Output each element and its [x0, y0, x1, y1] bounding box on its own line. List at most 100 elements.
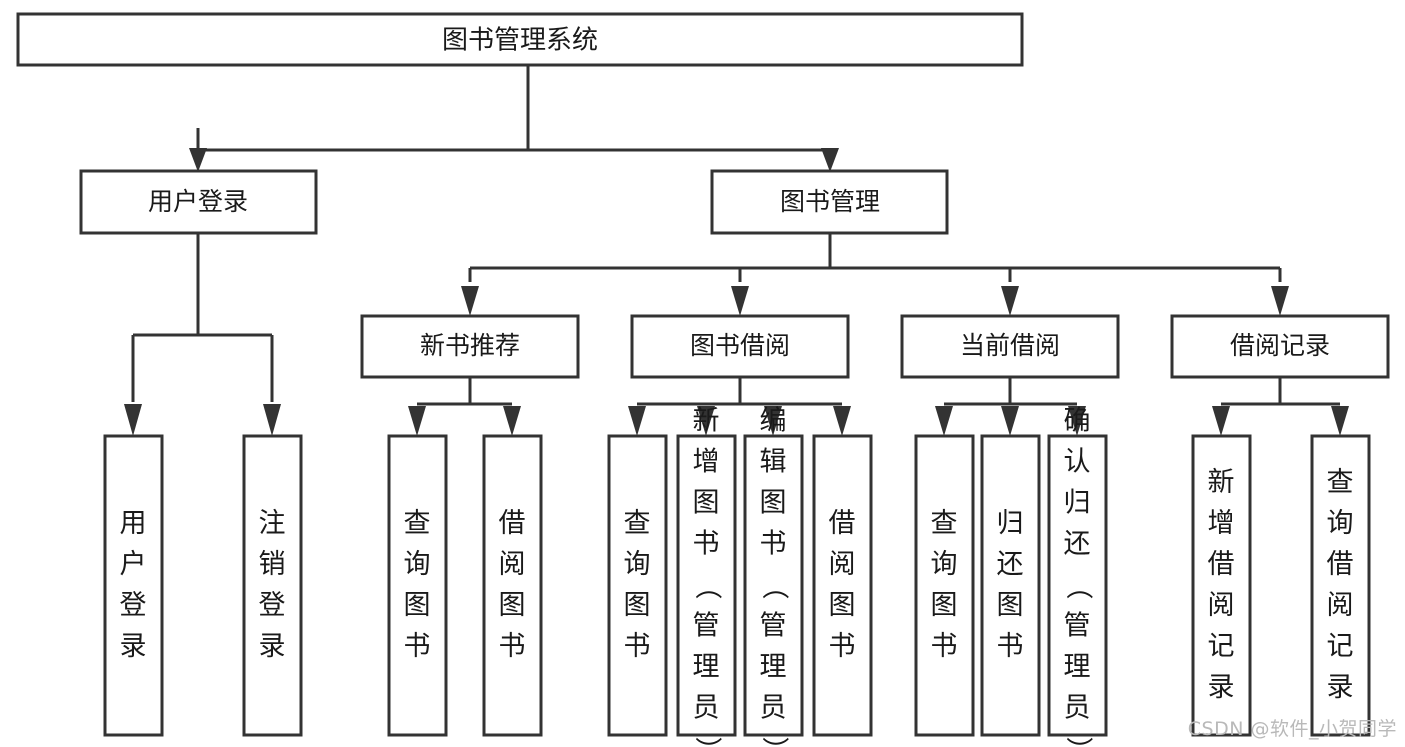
svg-text:员: 员	[760, 693, 787, 724]
svg-text:书: 书	[931, 631, 958, 662]
svg-text:户: 户	[120, 549, 147, 580]
arrowhead-leaf-query-record	[1331, 406, 1349, 436]
svg-text:书: 书	[829, 631, 856, 662]
svg-text:阅: 阅	[499, 549, 526, 580]
svg-text:员: 员	[1064, 693, 1091, 724]
svg-text:书: 书	[404, 631, 431, 662]
arrowhead-leaf-logout	[263, 404, 281, 436]
svg-text:（: （	[759, 573, 790, 600]
node-leaf-user-login-label: 用户登录	[120, 508, 147, 662]
svg-text:注: 注	[259, 508, 286, 539]
node-leaf-borrow-book-1-box	[482, 434, 543, 737]
svg-text:询: 询	[931, 549, 958, 580]
node-new-book-rec-box	[360, 314, 580, 379]
arrowhead-book-borrow	[731, 286, 749, 316]
arrowhead-user-login	[189, 148, 207, 172]
node-root[interactable]: 图书管理系统	[16, 12, 1024, 67]
svg-text:查: 查	[624, 508, 651, 539]
svg-text:借: 借	[1327, 549, 1354, 580]
arrowhead-leaf-add-book	[697, 406, 715, 436]
node-leaf-confirm-return-box	[1047, 434, 1108, 737]
node-book-manage[interactable]: 图书管理	[710, 169, 949, 235]
node-borrow-record[interactable]: 借阅记录	[1170, 314, 1390, 379]
arrowhead-leaf-add-record	[1212, 406, 1230, 436]
arrowhead-leaf-return-book	[1001, 406, 1019, 436]
arrowhead-leaf-query-book-2	[628, 406, 646, 436]
node-book-borrow-box	[630, 314, 850, 379]
svg-text:）: ）	[759, 737, 790, 747]
node-user-login-label: 用户登录	[148, 187, 248, 216]
node-current-borrow-box	[900, 314, 1120, 379]
node-new-book-rec[interactable]: 新书推荐	[360, 314, 580, 379]
svg-text:图: 图	[760, 488, 787, 519]
arrowhead-book-manage	[821, 148, 839, 172]
svg-text:书: 书	[693, 529, 720, 560]
arrowhead-leaf-query-book-1	[408, 406, 426, 436]
svg-text:（: （	[1063, 573, 1094, 600]
arrowhead-leaf-borrow-book-1	[503, 406, 521, 436]
node-leaf-user-login[interactable]: 用户登录	[103, 434, 164, 737]
node-leaf-user-login-box	[103, 434, 164, 737]
node-root-box	[16, 12, 1024, 67]
svg-text:辑: 辑	[760, 447, 787, 478]
svg-text:用: 用	[120, 508, 147, 539]
node-current-borrow[interactable]: 当前借阅	[900, 314, 1120, 379]
svg-text:认: 认	[1064, 447, 1091, 478]
svg-text:查: 查	[404, 508, 431, 539]
svg-text:查: 查	[1327, 467, 1354, 498]
svg-text:新: 新	[693, 406, 720, 437]
svg-text:理: 理	[693, 652, 720, 683]
svg-text:管: 管	[693, 611, 720, 642]
svg-text:（: （	[692, 573, 723, 600]
svg-text:书: 书	[624, 631, 651, 662]
svg-text:借: 借	[829, 508, 856, 539]
svg-text:录: 录	[1208, 672, 1235, 703]
node-new-book-rec-label: 新书推荐	[420, 331, 520, 360]
node-leaf-logout-box	[242, 434, 303, 737]
node-book-manage-label: 图书管理	[780, 187, 880, 216]
svg-text:管: 管	[760, 611, 787, 642]
node-root-label: 图书管理系统	[442, 26, 598, 56]
svg-text:图: 图	[499, 590, 526, 621]
node-borrow-record-box	[1170, 314, 1390, 379]
node-leaf-query-book-2-box	[607, 434, 668, 737]
svg-text:阅: 阅	[1327, 590, 1354, 621]
svg-text:理: 理	[760, 652, 787, 683]
svg-text:归: 归	[997, 508, 1024, 539]
svg-text:图: 图	[931, 590, 958, 621]
node-book-borrow[interactable]: 图书借阅	[630, 314, 850, 379]
node-leaf-add-record-box	[1191, 434, 1252, 737]
node-leaf-return-book-box	[980, 434, 1041, 737]
svg-text:）: ）	[692, 737, 723, 747]
svg-text:图: 图	[693, 488, 720, 519]
node-leaf-query-record-box	[1310, 434, 1371, 737]
svg-text:询: 询	[624, 549, 651, 580]
connector-layer	[124, 65, 1349, 436]
svg-text:归: 归	[1064, 488, 1091, 519]
node-user-login[interactable]: 用户登录	[79, 169, 318, 235]
svg-text:图: 图	[404, 590, 431, 621]
arrowhead-current-borrow	[1001, 286, 1019, 316]
node-borrow-record-label: 借阅记录	[1230, 331, 1330, 360]
svg-text:还: 还	[997, 549, 1024, 580]
